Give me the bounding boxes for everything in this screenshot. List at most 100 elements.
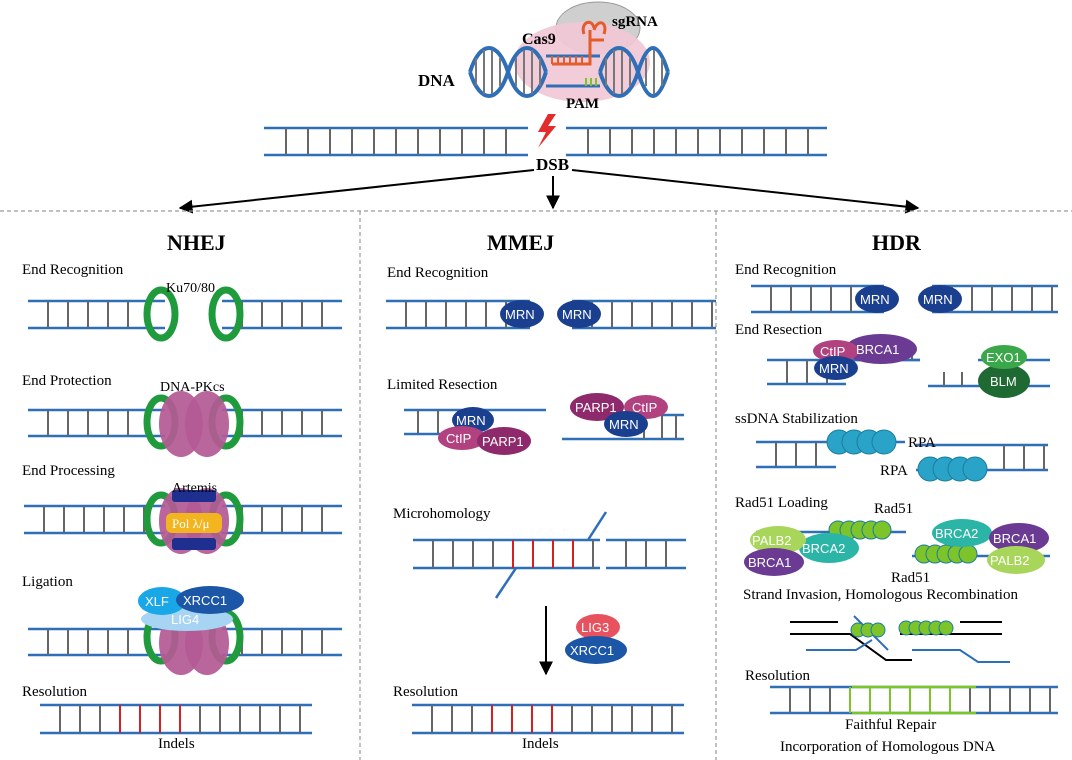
rad51-filaments <box>828 520 978 564</box>
nhej-step-end-protection: End Protection <box>22 373 112 389</box>
mmej-micro-left <box>413 538 600 570</box>
hdr-palb2-right <box>987 546 1045 574</box>
hdr-title: HDR <box>872 230 922 255</box>
hdr-resection-brca1 <box>845 334 917 364</box>
mmej-result: Indels <box>522 736 559 752</box>
hdr-resection-ctip <box>813 340 859 362</box>
nhej-ku-left <box>28 299 165 330</box>
nhej-pk-left <box>28 408 165 438</box>
rpa-filament-top-bead <box>871 429 897 455</box>
sgrna-hairpin <box>552 20 607 66</box>
cas9-complex <box>468 1 670 102</box>
xrcc1-protein-mmej <box>565 636 627 664</box>
nhej-step-ligation: Ligation <box>22 574 73 590</box>
hdr-resection-blm-label: BLM <box>990 374 1017 389</box>
rpa-filament-top <box>826 429 897 455</box>
hdr-resection-mrn-label: MRN <box>819 361 849 376</box>
nhej-dna <box>24 299 342 735</box>
nhej-panel: NHEJ End Recognition End Protection End … <box>22 230 342 752</box>
pol-box <box>166 513 222 533</box>
mmej-step-microhomology: Microhomology <box>393 506 491 522</box>
nhej-proc-left <box>24 504 165 535</box>
hdr-step-rad51-loading: Rad51 Loading <box>735 495 828 511</box>
xrcc1-protein-nhej <box>176 586 244 614</box>
hdr-step-end-recognition: End Recognition <box>735 262 837 278</box>
hdr-resection-ctip-label: CtIP <box>820 344 845 359</box>
pam-label: PAM <box>566 96 599 112</box>
mmej-panel: MMEJ End Recognition Limited Resection M… <box>386 230 716 752</box>
hdr-result-2: Incorporation of Homologous DNA <box>780 739 996 755</box>
mmej-resolution <box>412 703 684 735</box>
hdr-brca2-left <box>799 533 859 563</box>
mmej-rec-right <box>572 299 716 330</box>
hdr-palb2-left-label: PALB2 <box>752 533 792 548</box>
artemis-block-bottom <box>172 538 216 550</box>
hdr-resection-brca1-label: BRCA1 <box>856 342 899 357</box>
hdr-mrn-right-label: MRN <box>923 292 953 307</box>
mmej-step-limited-resection: Limited Resection <box>387 377 498 393</box>
hdr-brca1-right <box>989 523 1049 553</box>
hdr-rec-right <box>932 284 1058 314</box>
dnapkcs-right <box>185 391 229 457</box>
dna-helix-right <box>598 46 670 98</box>
mmej-resection-parp1-right <box>570 393 624 421</box>
hdr-mrn-right <box>918 285 962 313</box>
nhej-lig-left <box>28 627 165 657</box>
hdr-mrn-left <box>855 285 899 313</box>
nhej-title: NHEJ <box>167 230 226 255</box>
rpa-label-bottom: RPA <box>880 463 908 479</box>
dna-label: DNA <box>418 71 456 90</box>
arrow-to-hdr <box>571 169 920 214</box>
hdr-panel: HDR End Recognition End Resection ssDNA … <box>735 230 1058 755</box>
mmej-resection-parp1-left-label: PARP1 <box>482 434 524 449</box>
mmej-mrn-right <box>557 300 601 328</box>
rad51-invasion-right <box>898 620 954 636</box>
mmej-title: MMEJ <box>487 230 554 255</box>
rad51-invasion-left-bead <box>870 622 886 638</box>
xlf-protein <box>138 587 186 615</box>
rad51-filament-bottom <box>914 544 978 564</box>
mmej-resection-ctip-right-label: CtIP <box>632 400 657 415</box>
xrcc1-label-mmej: XRCC1 <box>570 643 614 658</box>
ku-ring-right <box>208 286 244 342</box>
hdr-brca2-left-label: BRCA2 <box>802 541 845 556</box>
artemis-label: Artemis <box>172 481 217 496</box>
mmej-mrn-right-label: MRN <box>562 307 592 322</box>
hdr-step-strand-invasion: Strand Invasion, Homologous Recombinatio… <box>743 587 1018 603</box>
nhej-step-end-processing: End Processing <box>22 463 115 479</box>
rad51-filament-bottom-bead <box>958 544 978 564</box>
mmej-step-resolution: Resolution <box>393 684 459 700</box>
mmej-mrn-left-label: MRN <box>505 307 535 322</box>
lig4-label: LIG4 <box>171 612 199 627</box>
mmej-resection-ctip-left <box>438 426 486 450</box>
hdr-mrn-left-label: MRN <box>860 292 890 307</box>
dsb-label: DSB <box>536 155 569 174</box>
hdr-resolution <box>770 685 1058 715</box>
hdr-step-resolution: Resolution <box>745 668 811 684</box>
invasion-rad51 <box>850 620 954 638</box>
dsb-lightning-icon <box>538 114 556 148</box>
hdr-brca2-right-label: BRCA2 <box>935 526 978 541</box>
rad51-label-bottom: Rad51 <box>891 570 930 586</box>
dna-helix-left <box>468 46 548 98</box>
mmej-micro-right <box>606 538 686 570</box>
mmej-flap-top <box>586 511 608 541</box>
nhej-result: Indels <box>158 736 195 752</box>
mmej-step-end-recognition: End Recognition <box>387 265 489 281</box>
rad51-filament-top-bead <box>872 520 892 540</box>
xlf-label: XLF <box>145 594 169 609</box>
hdr-brca2-right <box>932 519 992 547</box>
hdr-resection-exo1 <box>981 345 1027 369</box>
hdr-resection-blm <box>978 364 1030 398</box>
hdr-result-1: Faithful Repair <box>845 717 936 733</box>
dsb-dna-ends <box>264 126 827 157</box>
arrow-to-nhej <box>178 169 535 214</box>
mmej-mrn-left <box>500 300 544 328</box>
rpa-filament-bottom <box>917 456 988 482</box>
cas9-label: Cas9 <box>522 31 556 48</box>
sgrna-label: sgRNA <box>612 14 658 30</box>
mmej-resection-ctip-left-label: CtIP <box>446 431 471 446</box>
lig3-label: LIG3 <box>581 620 609 635</box>
mmej-resection-mrn-right <box>604 411 648 437</box>
dnapkcs-label: DNA-PKcs <box>160 380 225 395</box>
